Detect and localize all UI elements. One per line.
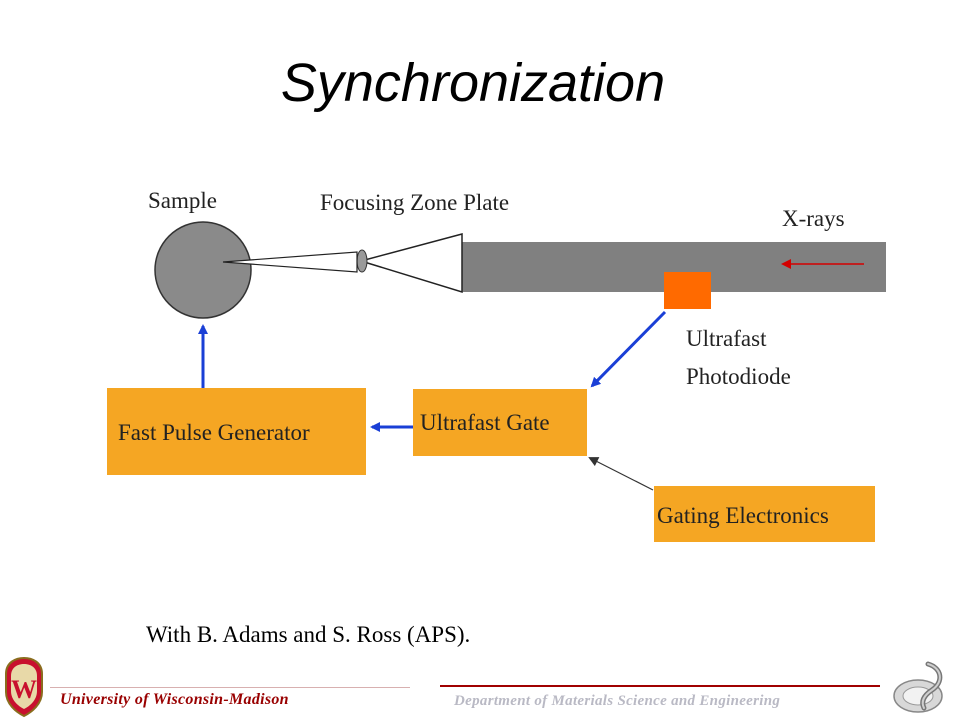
label-sample: Sample (148, 188, 217, 213)
fast-pulse-generator-box (107, 388, 366, 475)
university-name: University of Wisconsin-Madison (60, 691, 289, 708)
ultrafast-gate-box (413, 389, 587, 456)
university-crest-icon: W (5, 656, 43, 718)
photodiode-to-gate-arrow (590, 310, 667, 388)
sample-sphere (154, 221, 252, 319)
label-xrays: X-rays (782, 206, 845, 231)
credit-text: With B. Adams and S. Ross (APS). (146, 622, 471, 647)
crest-letter: W (11, 675, 37, 704)
label-gating-electronics: Gating Electronics (657, 503, 829, 528)
label-gate: Ultrafast Gate (420, 410, 550, 435)
label-photodiode-1: Ultrafast (686, 326, 767, 351)
footer-rule-right (440, 685, 880, 687)
label-zone-plate: Focusing Zone Plate (320, 190, 509, 215)
label-photodiode-2: Photodiode (686, 364, 791, 389)
photodiode (664, 272, 711, 309)
zone-plate-cone (358, 233, 463, 294)
department-logo-icon (893, 661, 943, 713)
department-name: Department of Materials Science and Engi… (454, 693, 781, 709)
electronics-to-gate-arrow (588, 457, 654, 491)
focus-cone (222, 251, 358, 273)
label-pulse-generator: Fast Pulse Generator (118, 420, 310, 445)
gating-electronics-box (654, 486, 875, 542)
zone-plate-lens (356, 249, 368, 273)
slide-title: Synchronization (280, 53, 666, 113)
footer-rule-left (50, 687, 410, 688)
